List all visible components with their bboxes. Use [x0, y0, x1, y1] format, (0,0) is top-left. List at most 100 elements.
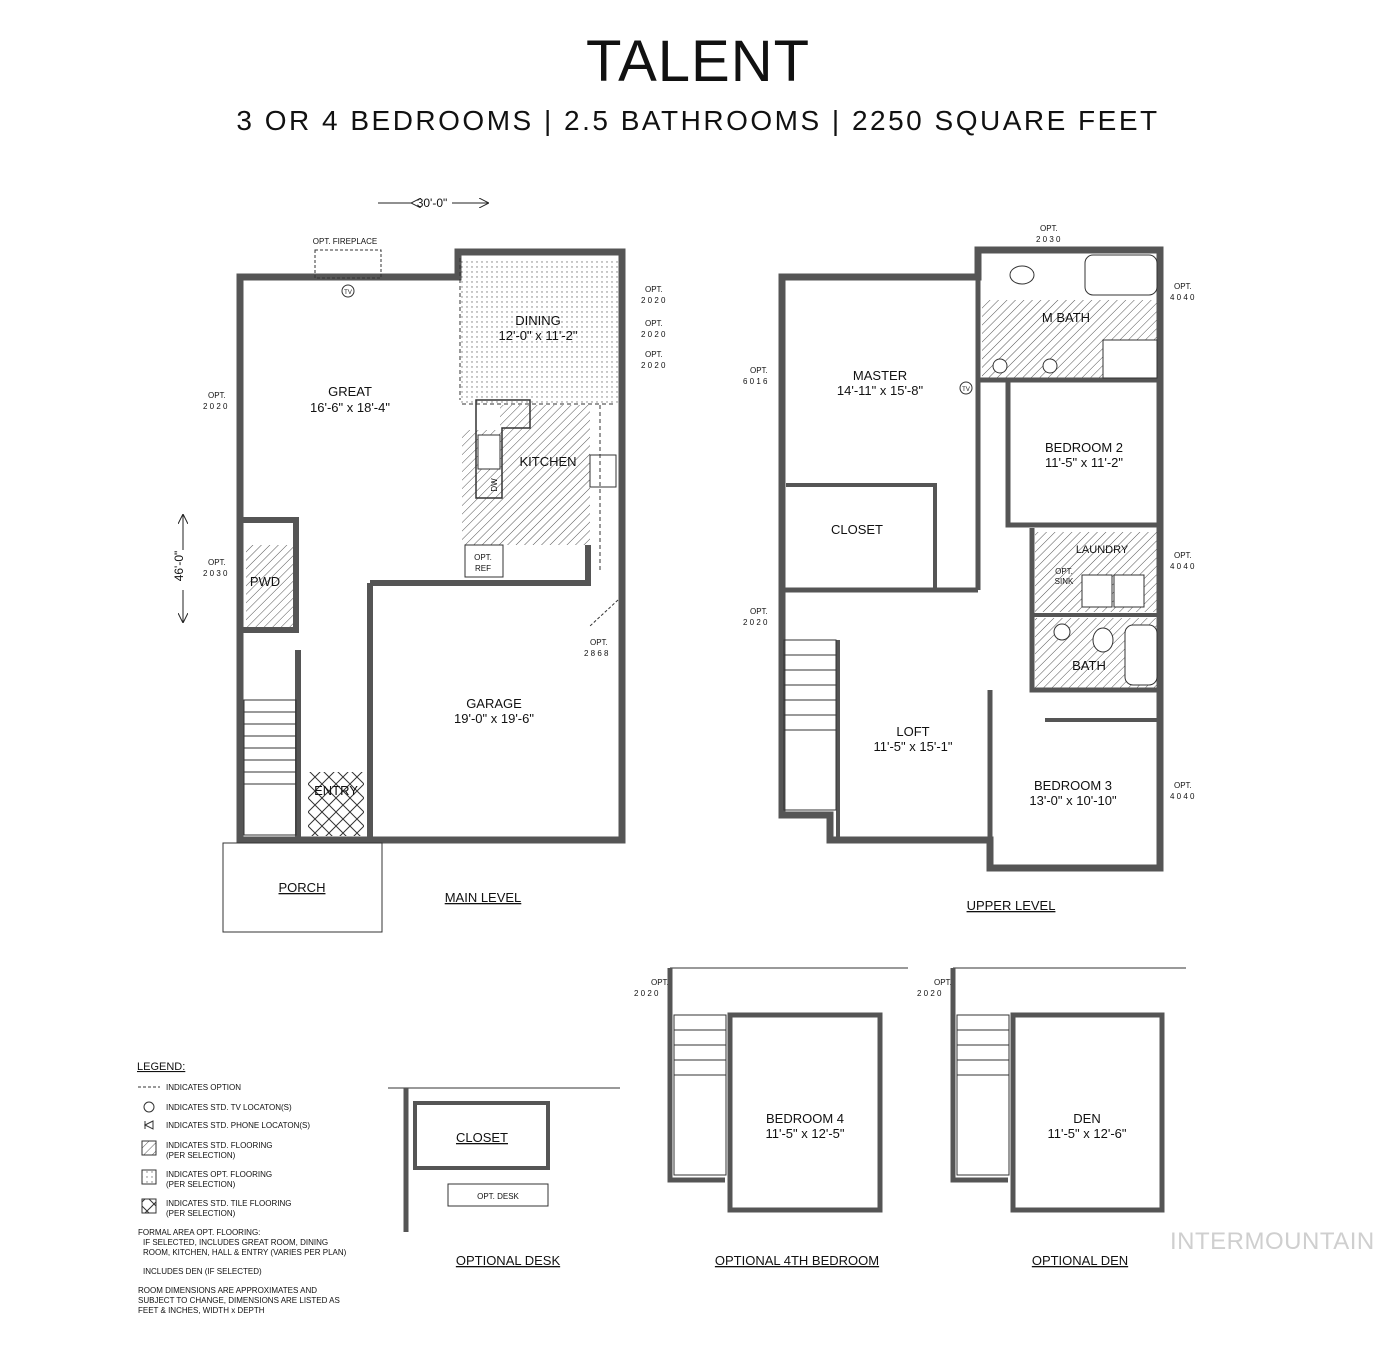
- window-opt-code: 2 0 2 0: [743, 618, 768, 627]
- legend-note: FEET & INCHES, WIDTH x DEPTH: [138, 1306, 265, 1315]
- master-name: MASTER: [853, 368, 907, 383]
- entry-floor: [308, 772, 364, 836]
- bathtub-master: [1084, 254, 1158, 296]
- phone-icon: [143, 1120, 154, 1130]
- tv-icon-label: TV: [962, 387, 970, 393]
- legend-item-text: INDICATES STD. PHONE LOCATON(S): [166, 1121, 310, 1130]
- optional-den-plan: OPT. 2 0 2 0 DEN 11'-5" x 12'-6" OPTIONA…: [917, 967, 1186, 1268]
- opt-ref-box: [464, 544, 504, 578]
- bed4-window-opt-label: OPT.: [651, 978, 669, 987]
- main-outer-wall: [236, 248, 626, 844]
- legend-note: SUBJECT TO CHANGE, DIMENSIONS ARE LISTED…: [138, 1296, 340, 1305]
- master-size: 14'-11" x 15'-8": [837, 383, 924, 398]
- bedroom2-size: 11'-5" x 11'-2": [1045, 455, 1123, 470]
- window-opt-label: OPT.: [645, 285, 663, 294]
- legend-item-text: INDICATES OPT. FLOORING: [166, 1170, 272, 1179]
- main-stairs: [243, 699, 297, 836]
- garage-size: 19'-0" x 19'-6": [454, 711, 534, 726]
- closet-name: CLOSET: [831, 522, 883, 537]
- legend-item-note: (PER SELECTION): [166, 1180, 236, 1189]
- opt-sink-label-1: OPT.: [1055, 567, 1073, 576]
- laundry-name: LAUNDRY: [1076, 544, 1129, 556]
- entry-name: ENTRY: [314, 783, 358, 798]
- window-opt-label: OPT.: [208, 391, 226, 400]
- window-opt-code: 2 0 2 0: [641, 296, 666, 305]
- window-opt-code: 4 0 4 0: [1170, 293, 1195, 302]
- hatch-swatch-icon: [141, 1140, 157, 1156]
- crosshatch-swatch-icon: [141, 1198, 157, 1214]
- legend-item-text: INDICATES STD. TILE FLOORING: [166, 1199, 292, 1208]
- watermark: INTERMOUNTAIN: [1170, 1228, 1375, 1255]
- great-room-name: GREAT: [328, 384, 372, 399]
- desk-closet-name: CLOSET: [456, 1130, 508, 1145]
- window-opt-label: OPT.: [1040, 224, 1058, 233]
- upper-level-plan: TV MASTER 14'-11" x 15'-8" M BATH BEDROO…: [743, 224, 1195, 913]
- kitchen-counter: [475, 399, 531, 499]
- window-opt-code: 2 0 3 0: [203, 569, 228, 578]
- window-opt-label: OPT.: [750, 607, 768, 616]
- legend-item-note: (PER SELECTION): [166, 1209, 236, 1218]
- dining-size: 12'-0" x 11'-2": [499, 328, 578, 343]
- window-opt-label: OPT.: [1174, 282, 1192, 291]
- garage-name: GARAGE: [466, 696, 522, 711]
- plan-subtitle: 3 OR 4 BEDROOMS | 2.5 BATHROOMS | 2250 S…: [236, 105, 1160, 136]
- bedroom4-size: 11'-5" x 12'-5": [766, 1126, 845, 1141]
- main-level-plan: 30'-0" 46'-0" O: [172, 196, 666, 933]
- tv-icon-label: TV: [344, 290, 352, 296]
- tv-icon: [959, 381, 973, 395]
- kitchen-sink: [477, 434, 501, 470]
- window-opt-code: 2 8 6 8: [584, 649, 609, 658]
- den-window-opt-code: 2 0 2 0: [917, 989, 942, 998]
- window-opt-label: OPT.: [1174, 781, 1192, 790]
- pwd-name: PWD: [250, 574, 280, 589]
- legend-item-text: INDICATES STD. TV LOCATON(S): [166, 1103, 292, 1112]
- window-opt-code: 6 0 1 6: [743, 377, 768, 386]
- window-opt-label: OPT.: [645, 350, 663, 359]
- bath-name: BATH: [1072, 658, 1106, 673]
- opt-sink-label-2: SINK: [1055, 577, 1074, 586]
- window-opt-label: OPT.: [645, 319, 663, 328]
- main-level-caption: MAIN LEVEL: [445, 890, 522, 905]
- legend-note: ROOM DIMENSIONS ARE APPROXIMATES AND: [138, 1286, 317, 1295]
- bathtub-hall: [1124, 624, 1158, 686]
- legend: LEGEND: INDICATES OPTION INDICATES STD. …: [137, 1061, 347, 1315]
- kitchen-name: KITCHEN: [519, 454, 576, 469]
- den-window-opt-label: OPT.: [934, 978, 952, 987]
- bed4-room-wall: [727, 1012, 883, 1213]
- dining-floor-opt: [460, 258, 620, 403]
- dining-name: DINING: [515, 313, 561, 328]
- optional-bedroom-plan: OPT. 2 0 2 0 BEDROOM 4 11'-5" x 12'-5" O…: [634, 967, 908, 1268]
- garage-wall: [370, 545, 591, 586]
- bed4-window-opt-code: 2 0 2 0: [634, 989, 659, 998]
- porch-name: PORCH: [279, 880, 326, 895]
- den-room-wall: [1010, 1012, 1165, 1213]
- den-stairs: [956, 1014, 1010, 1176]
- sink-hall: [1053, 623, 1071, 641]
- shower: [1102, 339, 1158, 379]
- laundry-bath-wall: [1029, 528, 1160, 693]
- toilet-master: [1009, 265, 1035, 285]
- opt-fireplace-label: OPT. FIREPLACE: [313, 237, 377, 246]
- loft-size: 11'-5" x 15'-1": [874, 739, 953, 754]
- dots-swatch-icon: [141, 1169, 157, 1185]
- desk-closet-wall: [413, 1101, 550, 1170]
- great-room-size: 16'-6" x 18'-4": [310, 400, 390, 415]
- depth-dim-label: 46'-0": [172, 551, 186, 582]
- tv-icon: [143, 1101, 155, 1113]
- optional-desk-plan: CLOSET OPT. DESK OPTIONAL DESK: [388, 1087, 620, 1268]
- legend-note: FORMAL AREA OPT. FLOORING:: [138, 1228, 260, 1237]
- dryer: [1113, 574, 1145, 608]
- bedroom4-name: BEDROOM 4: [766, 1111, 844, 1126]
- plan-title: TALENT: [585, 29, 811, 94]
- legend-item-note: (PER SELECTION): [166, 1151, 236, 1160]
- legend-note: INCLUDES DEN (IF SELECTED): [143, 1267, 262, 1276]
- den-name: DEN: [1073, 1111, 1100, 1126]
- legend-note: IF SELECTED, INCLUDES GREAT ROOM, DINING: [143, 1238, 328, 1247]
- window-opt-label: OPT.: [208, 558, 226, 567]
- sink-master-2: [1042, 358, 1058, 374]
- garage-side-door: [589, 599, 619, 627]
- bed4-stairs: [673, 1014, 727, 1176]
- upper-level-caption: UPPER LEVEL: [967, 898, 1056, 913]
- toilet-hall: [1092, 627, 1114, 653]
